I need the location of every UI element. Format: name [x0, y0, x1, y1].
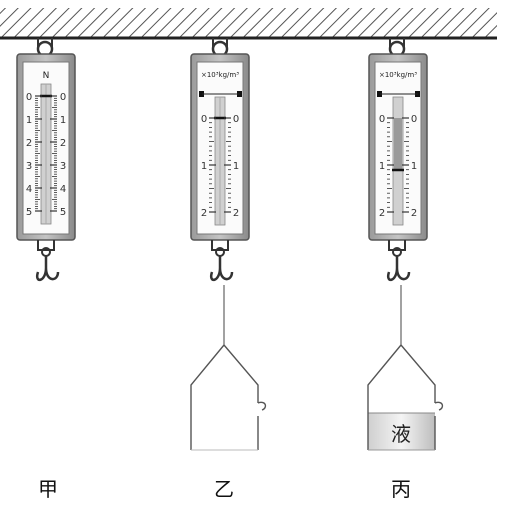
tick-label-a-left-0: 0: [26, 92, 32, 103]
tick-label-c-right-0: 0: [411, 114, 417, 125]
tick-marks-a: [35, 95, 57, 212]
caption-a: 甲: [38, 477, 58, 501]
tick-marks-b: [209, 117, 231, 213]
tick-label-c-right-2: 2: [411, 208, 417, 219]
spring-scale-c: ×10³kg/m³ 0 1 2 0 1 2 液: [367, 38, 444, 451]
tick-label-a-right-1: 1: [60, 115, 66, 126]
unit-label-b: ×10³kg/m³: [201, 71, 239, 79]
tick-label-a-left-2: 2: [26, 138, 32, 149]
tick-label-b-right-0: 0: [233, 114, 239, 125]
tick-label-a-right-5: 5: [60, 207, 66, 218]
tick-label-a-left-3: 3: [26, 161, 32, 172]
tick-marks-c: [387, 117, 409, 213]
tick-label-a-right-0: 0: [60, 92, 66, 103]
liquid-fill-c: [368, 413, 435, 450]
tick-label-c-left-0: 0: [379, 114, 385, 125]
tick-label-b-right-1: 1: [233, 161, 239, 172]
tick-label-b-left-0: 0: [201, 114, 207, 125]
tick-label-c-left-1: 1: [379, 161, 385, 172]
tick-label-a-left-1: 1: [26, 115, 32, 126]
hook-c: [386, 256, 411, 281]
tick-label-a-right-3: 3: [60, 161, 66, 172]
caption-c: 丙: [391, 477, 411, 501]
unit-label-a: N: [43, 71, 50, 81]
liquid-label: 液: [391, 422, 411, 446]
hook-a: [35, 256, 60, 281]
tick-label-a-left-4: 4: [26, 184, 32, 195]
empty-container-b: [190, 343, 259, 450]
tick-label-c-right-1: 1: [411, 161, 417, 172]
tick-label-b-left-1: 1: [201, 161, 207, 172]
tick-label-a-left-5: 5: [26, 207, 32, 218]
spring-scale-a: N 0 1 2 3 4 5 0 1 2 3 4 5: [16, 38, 76, 281]
tick-label-a-right-2: 2: [60, 138, 66, 149]
tick-label-b-right-2: 2: [233, 208, 239, 219]
ceiling-hatch: [0, 8, 497, 38]
caption-b: 乙: [214, 477, 234, 501]
tick-label-c-left-2: 2: [379, 208, 385, 219]
tick-label-a-right-4: 4: [60, 184, 66, 195]
tick-label-b-left-2: 2: [201, 208, 207, 219]
liquid-container-c: [367, 343, 436, 450]
spring-scale-b: ×10³kg/m³ 0 1 2 0 1 2: [190, 38, 267, 451]
hook-b: [209, 256, 234, 281]
unit-label-c: ×10³kg/m³: [379, 71, 417, 79]
